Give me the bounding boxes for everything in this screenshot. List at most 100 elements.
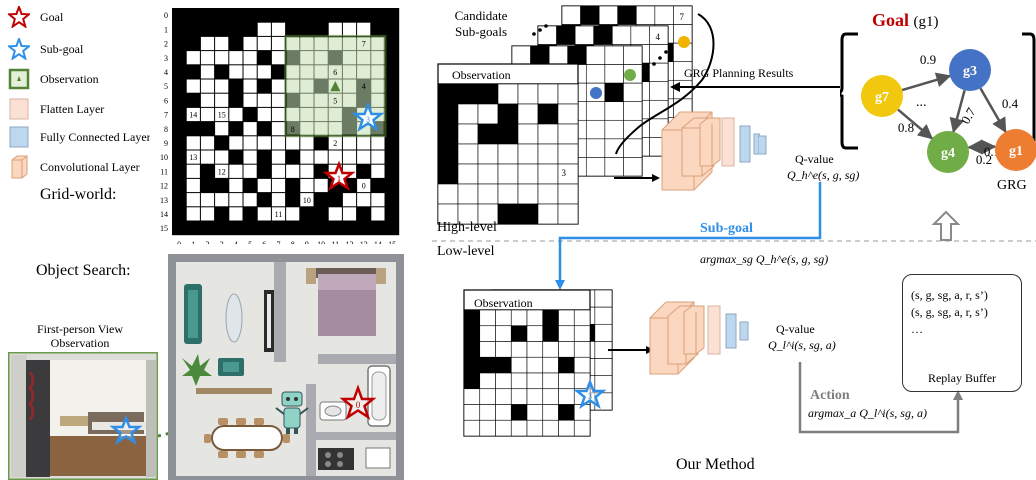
grid-cell [342,22,357,36]
grid-cell [328,207,342,221]
grid-cell [463,356,481,374]
legend-flatten-label: Flatten Layer [40,101,105,116]
gridworld-goal-star: 1 [322,160,356,191]
grid-cell [271,22,286,36]
cell-number: 0 [362,182,366,191]
candidate-subgoals-label: Candidate Sub-goals [440,8,522,40]
col-tick: 4 [234,240,238,244]
gridworld-map: 0123456789101112131415012345678910111213… [150,0,406,244]
grid-cell [463,419,481,437]
col-tick: 6 [262,240,266,244]
low-qfunc: Q_l^i(s, sg, a) [768,338,836,352]
high-level-diagram: 74 3 [437,5,760,225]
legend-goal: Goal [8,6,63,28]
flatten-layer-icon [8,98,30,120]
grid-cell [257,22,271,36]
grid-cell [271,51,286,65]
grid-cell [271,164,286,178]
observation-box-icon [8,68,30,90]
stack-ellipsis [532,24,668,66]
low-level-section-label: Low-level [437,244,495,259]
grid-cell [495,356,512,374]
grid-cell [300,150,314,164]
grid-cell [357,150,371,164]
grid-cell [314,150,328,164]
grid-cell [510,356,528,374]
legend-fc: Fully Connected Layer [8,126,151,148]
grid-cell [200,150,215,164]
row-tick: 4 [164,68,168,77]
gridworld-subgoal-number: 3 [366,115,370,124]
row-tick: 14 [160,210,168,219]
up-hollow-arrow [931,210,961,241]
grid-cell [271,79,286,93]
grid-cell [257,65,271,79]
grg-node-label: g1 [1009,144,1023,159]
grid-cell [357,193,371,207]
low-level-network [649,301,749,375]
high-qfunc: Q_h^e(s, g, sg) [787,168,860,182]
grid-cell [463,388,481,405]
fpv-subgoal-star [109,414,143,445]
conv-layer-icon [8,155,30,179]
grid-cell [357,22,371,36]
action-label: Action [810,388,850,403]
grid-cell [558,356,575,374]
grid-cell [542,419,559,437]
grg-results-label: GRG Planning Results [684,66,794,80]
grg-edge [979,87,1007,134]
grid-cell [463,404,481,421]
grg-node-label: g3 [963,64,977,79]
grid-cell [573,341,591,358]
grid-cell [357,178,371,193]
grid-cell [342,150,357,164]
cell-number: 4 [362,82,366,91]
grid-cell [271,193,286,207]
grid-cell [479,404,496,421]
col-tick: 8 [291,240,295,244]
low-level-observation-grid [463,289,591,437]
grid-cell [594,289,613,308]
grid-cell [510,404,528,421]
grid-cell [200,93,215,107]
grid-cell [215,51,229,65]
row-tick: 15 [160,224,168,233]
grid-cell [257,107,271,122]
col-tick: 14 [374,240,382,244]
grid-cell [215,193,229,207]
grid-cell [479,325,496,342]
grg-node-label: g7 [875,90,889,105]
grid-cell [371,193,385,207]
grid-cell [215,36,229,51]
cell-number: 10 [303,196,311,205]
grid-cell [300,164,314,178]
legend-observation: Observation [8,68,99,90]
grid-cell [200,193,215,207]
grid-cell [200,65,215,79]
grid-cell [243,164,257,178]
row-tick: 11 [160,167,168,176]
grid-cell [495,341,512,358]
grid-cell [526,388,544,405]
grid-cell [271,93,286,107]
low-argmax: argmax_a Q_l^i(s, sg, a) [808,406,927,420]
replay-line3: … [911,322,923,336]
grid-cell [215,107,229,122]
grid-cell [479,356,496,374]
row-tick: 0 [164,11,168,20]
col-tick: 1 [191,240,195,244]
grid-cell [542,372,559,390]
col-tick: 2 [206,240,210,244]
grid-cell [186,150,200,164]
grid-cell [229,164,243,178]
grid-cell [479,419,496,437]
grid-cell [328,22,342,36]
grg-edge-weight: 0.2 [976,152,992,167]
grid-cell [229,207,243,221]
grid-cell [243,79,257,93]
high-level-section-label: High-level [437,220,497,235]
grid-cell [495,404,512,421]
row-tick: 6 [164,96,168,105]
grg-edge [949,89,966,134]
